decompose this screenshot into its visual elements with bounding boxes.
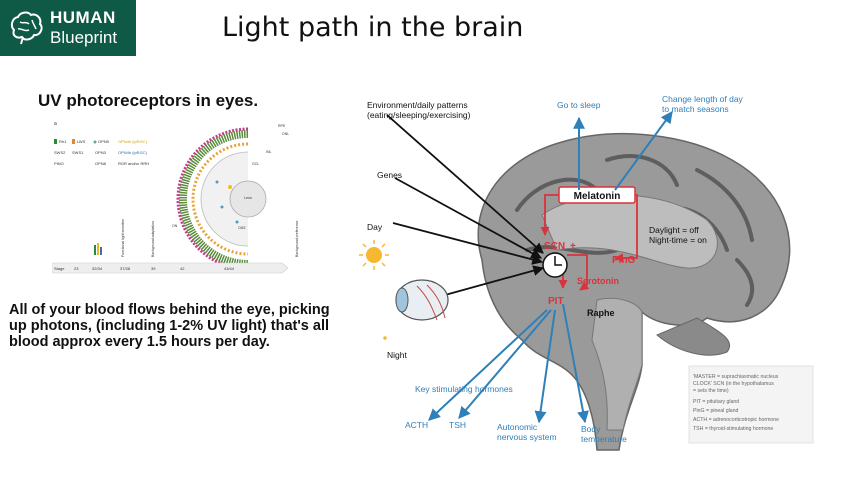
red-feedback-pathways [540, 194, 638, 291]
autonomic-sublabel: nervous system [497, 432, 557, 442]
brain-logo-icon [10, 11, 43, 45]
legend-line: ACTH = adrenocorticotropic hormone [693, 417, 779, 423]
logo-wordmark-bottom: Blueprint [50, 28, 118, 47]
lens-label: Lens [244, 196, 252, 200]
phase-label: Background preference [295, 221, 299, 257]
logo-wordmark-top: HUMAN [50, 8, 116, 27]
ping-label: PinG [612, 255, 636, 266]
layer-label: GCL [252, 162, 259, 166]
sun-icon [359, 240, 389, 270]
legend-label: LWS [77, 139, 86, 144]
legend-label: OPN8 [95, 161, 107, 166]
autonomic-label: Autonomic [497, 422, 538, 432]
legend-swatch [93, 140, 97, 144]
pit-label: PIT [548, 296, 564, 307]
environment-sublabel: (eating/sleeping/exercising) [367, 110, 471, 120]
figure-panel-letter: a [54, 121, 57, 127]
change-length-sublabel: to match seasons [662, 104, 729, 114]
lens [229, 180, 267, 218]
legend-label: OPN5 [98, 139, 110, 144]
nighttime-on: Night-time = on [649, 235, 707, 245]
tsh-label: TSH [449, 420, 466, 430]
uv-heading: UV photoreceptors in eyes. [38, 91, 259, 110]
eye-icon [395, 279, 449, 321]
serotonin-label: Serotonin [577, 276, 619, 286]
genes-label: Genes [377, 170, 402, 180]
stage-tick: 39 [151, 266, 156, 271]
legend-label: OPN3 [95, 150, 107, 155]
legend-label: OPN4b (ipRGC) [118, 150, 148, 155]
go-to-sleep-label: Go to sleep [557, 100, 601, 110]
night-label: Night [387, 350, 407, 360]
environment-label: Environment/daily patterns [367, 100, 468, 110]
retina-layer-labels: Lens RPE ONL INL GCL CMZ ON [172, 124, 289, 230]
retina-legend: Rh1 LWS OPN5 OPN4b (ipRGC) SWS2 SWS1 OPN… [54, 139, 149, 166]
legend-line: CLOCK' SCN (in the hypothalamus [693, 381, 774, 387]
legend-line: PIT = pituitary gland [693, 399, 739, 405]
brain-illustration [477, 133, 791, 451]
layer-label: ON [172, 224, 178, 228]
blood-flow-paragraph: All of your blood flows behind the eye, … [9, 302, 330, 350]
stage-timeline: Stage 23 32/34 37/38 39 42 43/44 Functio… [52, 219, 299, 274]
retina-semicircle [176, 127, 267, 271]
legend-line: PinG = pineal gland [693, 408, 739, 414]
daylight-off: Daylight = off [649, 225, 699, 235]
scn-plus: + [570, 241, 576, 252]
legend-label: PINO [54, 161, 64, 166]
legend-label: SWS2 [54, 150, 66, 155]
stage-tick: 23 [74, 266, 79, 271]
stage-tick: 42 [180, 266, 185, 271]
legend-line: 'MASTER = suprachiasmatic nucleus [693, 374, 779, 380]
key-hormones-label: Key stimulating hormones [415, 384, 513, 394]
legend-label: Rh1 [59, 139, 67, 144]
phase-label: Background adaptation [151, 221, 155, 257]
abbreviation-legend [688, 365, 814, 444]
stage-axis-label: Stage [54, 266, 65, 271]
layer-label: CMZ [238, 226, 246, 230]
input-arrows [386, 114, 545, 296]
moon-icon [369, 332, 387, 359]
retina-photoreceptor-figure: a Rh1 LWS OPN5 OPN4b (ipRGC) SWS2 SWS1 O… [52, 121, 299, 274]
output-arrows [428, 111, 673, 424]
legend-swatch [54, 139, 57, 144]
legend-label: RGR and/or RRH [118, 161, 149, 166]
body-temp-label: Body [581, 424, 601, 434]
brain-light-path-diagram: Melatonin SCN + PinG Serotonin Raphe PIT… [359, 94, 814, 451]
body-temp-sublabel: temperature [581, 434, 627, 444]
legend-line: = sets the time) [693, 388, 729, 394]
legend-swatch [72, 139, 75, 144]
change-length-label: Change length of day [662, 94, 744, 104]
layer-label: RPE [278, 124, 286, 128]
legend-label: SWS1 [72, 150, 84, 155]
layer-label: INL [266, 150, 272, 154]
slide-title: Light path in the brain [222, 12, 524, 43]
brand-logo: HUMAN Blueprint [0, 0, 136, 56]
stage-tick: 43/44 [224, 266, 235, 271]
legend-line: TSH = thyroid-stimulating hormone [693, 426, 773, 432]
melatonin-label: Melatonin [574, 191, 621, 202]
stage-tick: 32/34 [92, 266, 103, 271]
stage-tick: 37/38 [120, 266, 131, 271]
legend-label: OPN4b (ipRGC) [118, 139, 148, 144]
acth-label: ACTH [405, 420, 428, 430]
scn-label: SCN [544, 241, 565, 252]
layer-label: ONL [282, 132, 289, 136]
day-label: Day [367, 222, 383, 232]
phase-label: Functional light sensitive [121, 219, 125, 257]
raphe-label: Raphe [587, 308, 615, 318]
